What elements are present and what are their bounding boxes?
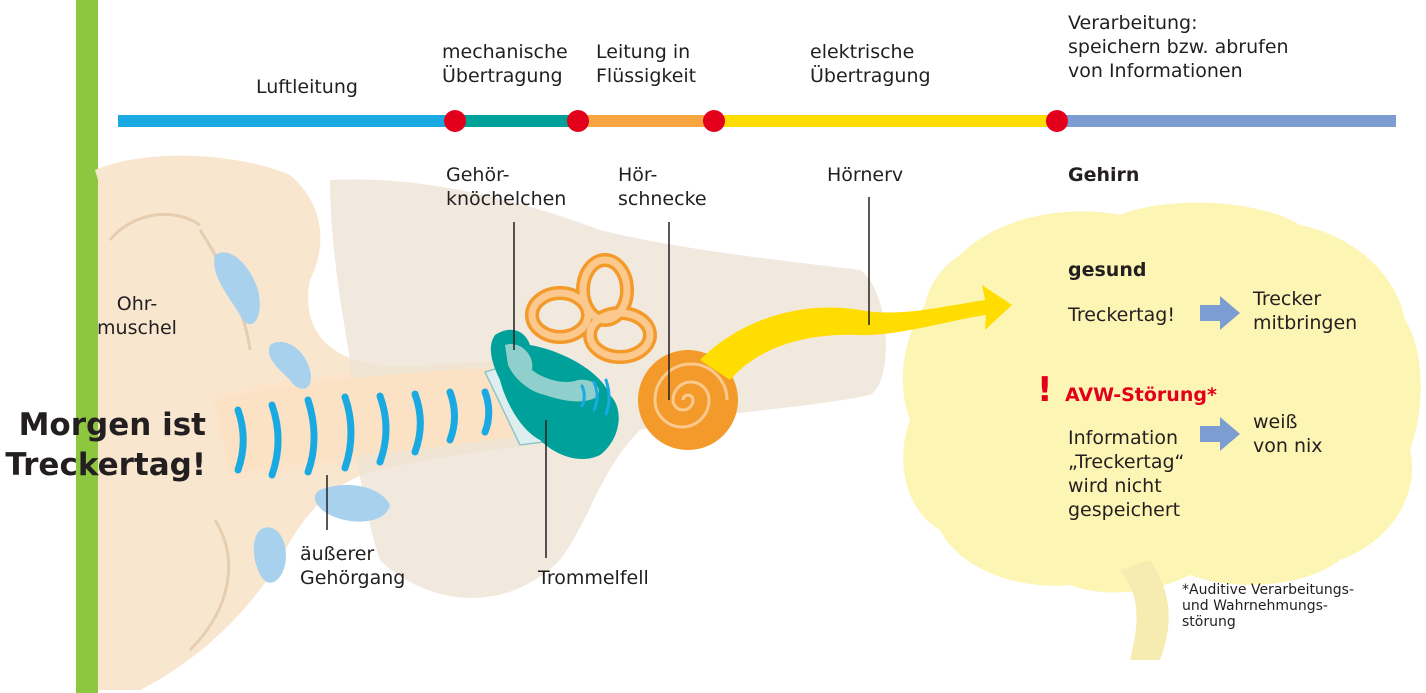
stage-processing: Verarbeitung: speichern bzw. abrufen von…	[1068, 11, 1289, 83]
timeline-dot	[703, 110, 725, 132]
label-ear-canal: äußerer Gehörgang	[300, 542, 405, 590]
signal-timeline	[118, 110, 1396, 132]
disorder-title: AVW-Störung*	[1065, 383, 1217, 407]
label-cochlea: Hör- schnecke	[618, 163, 707, 211]
disorder-output: weiß von nix	[1253, 410, 1323, 458]
label-eardrum: Trommelfell	[538, 566, 649, 590]
healthy-title: gesund	[1068, 258, 1146, 282]
left-accent-bar	[76, 0, 98, 693]
stage-air-conduction: Luftleitung	[256, 75, 358, 99]
label-ossicles: Gehör- knöchelchen	[446, 163, 566, 211]
label-nerve: Hörnerv	[827, 163, 903, 187]
timeline-dot	[1046, 110, 1068, 132]
stage-electric: elektrische Übertragung	[810, 40, 931, 88]
healthy-input: Treckertag!	[1068, 303, 1175, 327]
timeline-dot	[567, 110, 589, 132]
speech-text: Morgen ist Treckertag!	[0, 405, 206, 485]
disorder-input: Information „Treckertag“ wird nicht gesp…	[1068, 426, 1184, 522]
footnote: *Auditive Verarbeitungs- und Wahrnehmung…	[1182, 582, 1354, 630]
timeline-dot	[444, 110, 466, 132]
warning-icon: !	[1037, 370, 1053, 410]
healthy-output: Trecker mitbringen	[1253, 287, 1357, 335]
label-brain: Gehirn	[1068, 163, 1139, 187]
stage-mechanical: mechanische Übertragung	[442, 40, 568, 88]
label-pinna: Ohr- muschel	[92, 292, 182, 340]
stage-fluid: Leitung in Flüssigkeit	[596, 40, 696, 88]
